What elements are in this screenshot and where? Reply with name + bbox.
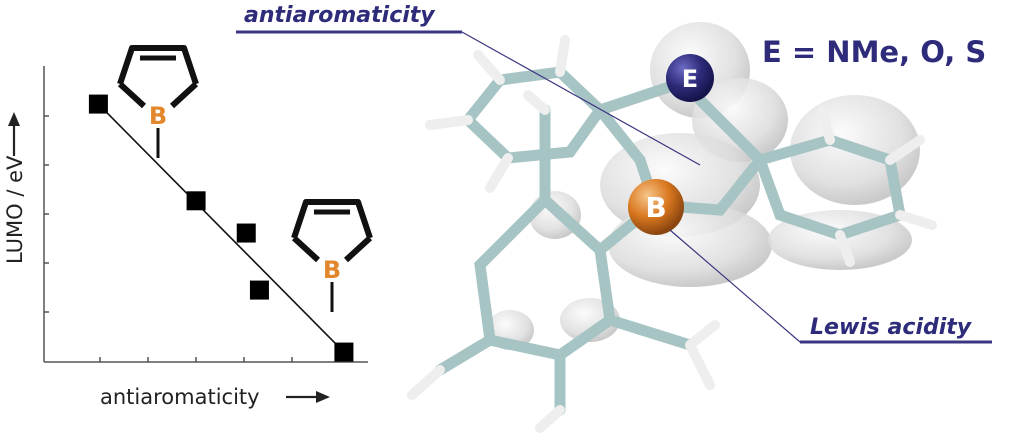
svg-text:E: E xyxy=(682,65,698,93)
substituent-label: E = NMe, O, S xyxy=(762,35,986,69)
heteroatom-E: E xyxy=(666,54,714,102)
antiaromaticity-callout: antiaromaticity xyxy=(236,3,701,166)
hydrogen-stubs xyxy=(407,35,937,433)
boron-label-bottom: B xyxy=(323,256,341,284)
svg-text:antiaromaticity: antiaromaticity xyxy=(244,3,436,28)
y-ticks xyxy=(44,115,49,313)
x-axis-label: antiaromaticity xyxy=(100,385,260,409)
y-axis-arrow xyxy=(8,112,20,156)
svg-text:Lewis acidity: Lewis acidity xyxy=(810,315,973,340)
boron-label-top: B xyxy=(149,102,167,130)
y-axis-label: LUMO / eV xyxy=(3,155,27,264)
x-axis-arrow xyxy=(286,391,330,403)
data-point-2 xyxy=(186,191,206,211)
data-point-3 xyxy=(236,223,256,243)
data-point-4 xyxy=(249,280,269,300)
borole-molecule-top: B xyxy=(117,45,199,158)
data-point-5 xyxy=(334,342,354,362)
fit-line xyxy=(97,103,345,353)
boron-atom: B xyxy=(628,179,684,235)
data-point-1 xyxy=(88,94,108,114)
lewis-acidity-callout: Lewis acidity xyxy=(669,229,992,344)
svg-text:B: B xyxy=(645,191,666,224)
borole-molecule-bottom: B xyxy=(291,199,373,312)
data-points xyxy=(88,94,354,362)
chart: LUMO / eV antiaromaticity B xyxy=(3,45,373,409)
molecule-3d: E B E = NMe, O, S antiaromaticity Lewis … xyxy=(236,3,992,433)
